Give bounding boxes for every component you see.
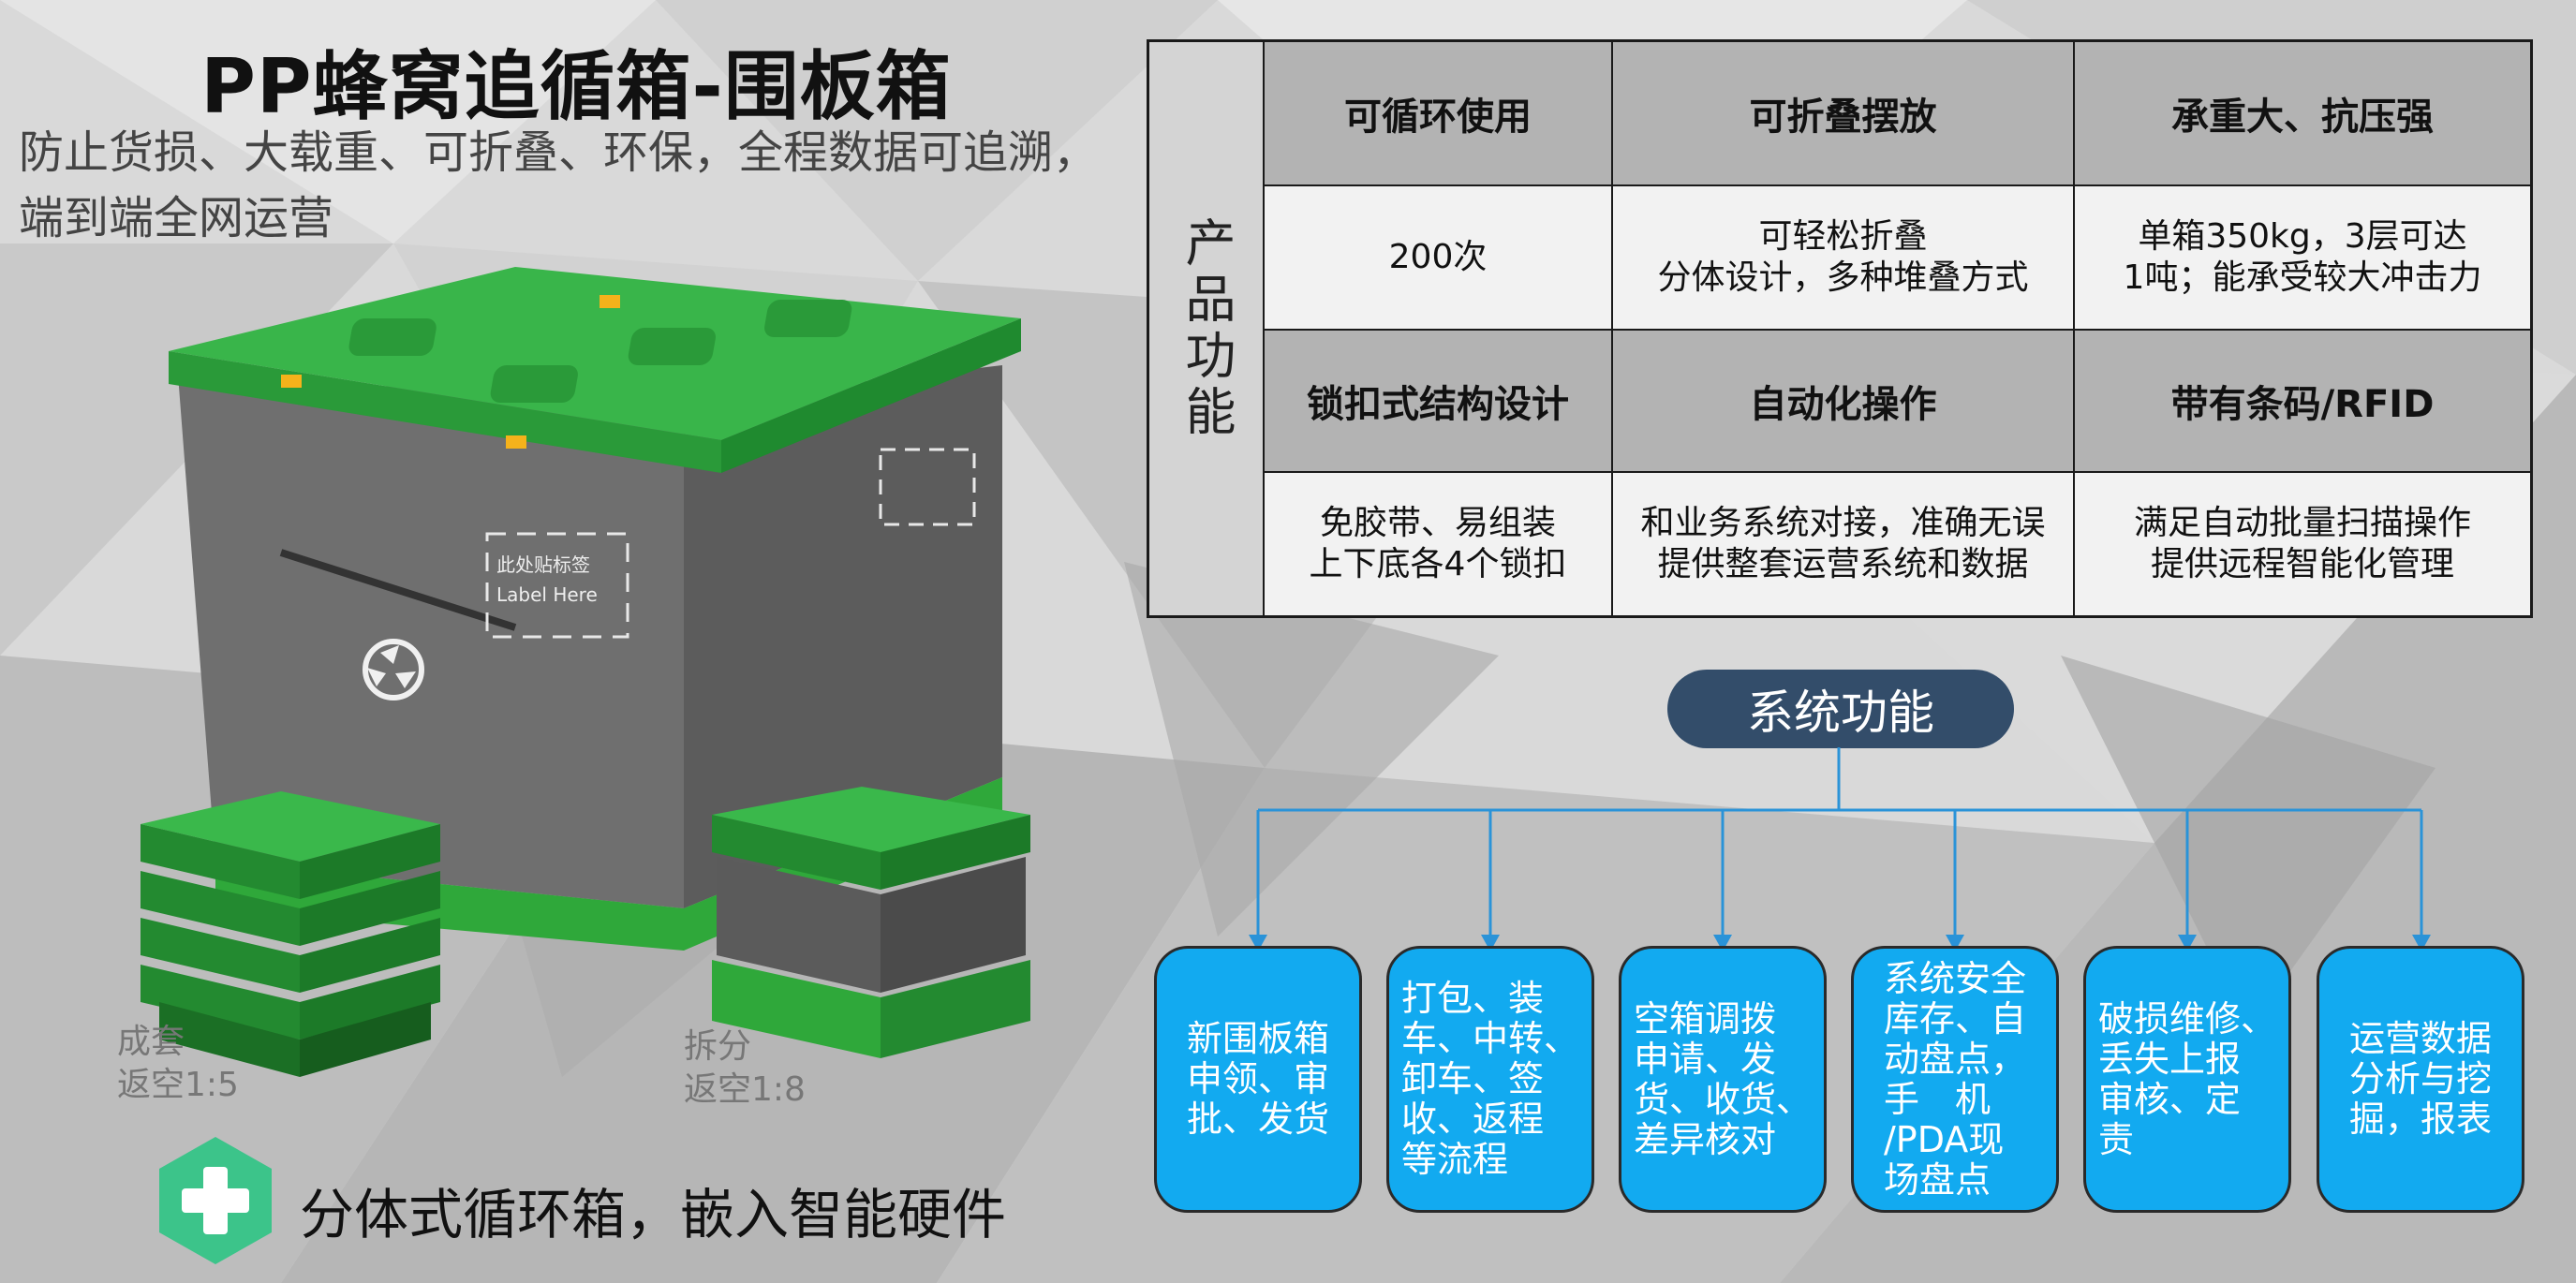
feature-body-rfid: 满足自动批量扫描操作 提供远程智能化管理	[2075, 473, 2530, 615]
function-box-logistics[interactable]: 打包、装 车、中转、 卸车、签 收、返程 等流程	[1386, 946, 1594, 1213]
feature-header-lock: 锁扣式结构设计	[1265, 331, 1613, 473]
page-title: PP蜂窝追循箱-围板箱	[200, 43, 952, 130]
cell-line: 200次	[1388, 238, 1488, 276]
cell-line: 满足自动批量扫描操作	[2133, 504, 2471, 542]
function-line: 空箱调拨	[1633, 997, 1776, 1040]
cell-line: 上下底各4个锁扣	[1309, 545, 1567, 583]
caption-line: 成套	[117, 1023, 185, 1061]
product-label-en: Label Here	[496, 583, 598, 606]
feature-header-reusable: 可循环使用	[1265, 42, 1613, 186]
function-line: 破损维修、	[2097, 997, 2276, 1040]
caption-split: 拆分 返空1:8	[684, 1025, 806, 1112]
caption-set: 成套 返空1:5	[117, 1021, 239, 1107]
stacked-pallets-set	[141, 791, 440, 1077]
feature-body-foldable: 可轻松折叠 分体设计，多种堆叠方式	[1613, 186, 2075, 331]
feature-body-load: 单箱350kg，3层可达 1吨；能承受较大冲击力	[2075, 186, 2530, 331]
caption-line: 拆分	[684, 1027, 752, 1066]
function-line: 系统安全	[1883, 957, 2026, 999]
function-line: /PDA现	[1883, 1118, 2005, 1160]
feature-header-foldable: 可折叠摆放	[1613, 42, 2075, 186]
function-line: 申请、发	[1633, 1038, 1776, 1080]
function-line: 申领、审	[1186, 1058, 1329, 1099]
function-line: 场盘点	[1883, 1158, 1991, 1201]
function-box-inventory[interactable]: 系统安全 库存、自 动盘点， 手 机 /PDA现 场盘点	[1851, 946, 2059, 1213]
function-line: 责	[2097, 1118, 2134, 1160]
subtitle-line: 端到端全网运营	[19, 192, 334, 244]
function-line: 分析与挖	[2348, 1058, 2492, 1099]
cell-line: 单箱350kg，3层可达	[2138, 217, 2467, 256]
function-line: 新围板箱	[1186, 1018, 1329, 1059]
function-line: 货、收货、	[1633, 1078, 1812, 1120]
feature-body-reusable: 200次	[1265, 186, 1613, 331]
feature-header-automation: 自动化操作	[1613, 331, 2075, 473]
side-label-text: 产品功能	[1177, 216, 1236, 441]
function-line: 差异核对	[1633, 1118, 1776, 1160]
function-line: 打包、装	[1400, 978, 1544, 1019]
product-label-cn: 此处贴标签	[496, 553, 590, 576]
cell-line: 分体设计，多种堆叠方式	[1657, 258, 2029, 297]
function-line: 丢失上报	[2097, 1038, 2241, 1080]
feature-table: 产品功能 可循环使用 可折叠摆放 承重大、抗压强 200次 可轻松折叠 分体设计…	[1147, 39, 2533, 618]
stacked-pallets-split	[712, 787, 1030, 1058]
feature-header-rfid: 带有条码/RFID	[2075, 331, 2530, 473]
plus-icon	[159, 1137, 272, 1264]
function-line: 动盘点，	[1883, 1038, 2026, 1080]
cell-line: 可轻松折叠	[1758, 217, 1928, 256]
subtitle-line: 防止货损、大载重、可折叠、环保，全程数据可追溯，	[19, 126, 1099, 179]
function-line: 卸车、签	[1400, 1058, 1544, 1099]
function-line: 运营数据	[2348, 1018, 2492, 1059]
feature-header-load: 承重大、抗压强	[2075, 42, 2530, 186]
cell-line: 提供远程智能化管理	[2150, 545, 2454, 583]
function-line: 等流程	[1400, 1139, 1508, 1180]
cell-line: 免胶带、易组装	[1319, 504, 1556, 542]
bottom-slogan: 分体式循环箱，嵌入智能硬件	[300, 1183, 1007, 1246]
cell-line: 1吨；能承受较大冲击力	[2123, 258, 2482, 297]
caption-line: 返空1:5	[117, 1066, 239, 1104]
function-box-empty-allocation[interactable]: 空箱调拨 申请、发 货、收货、 差异核对	[1619, 946, 1827, 1213]
system-function-title: 系统功能	[1667, 670, 2014, 748]
function-line: 批、发货	[1186, 1099, 1329, 1140]
function-box-damage-repair[interactable]: 破损维修、 丢失上报 审核、定 责	[2083, 946, 2291, 1213]
function-line: 掘，报表	[2348, 1099, 2492, 1140]
page-subtitle: 防止货损、大载重、可折叠、环保，全程数据可追溯， 端到端全网运营	[19, 120, 1124, 251]
function-box-new-box[interactable]: 新围板箱 申领、审 批、发货	[1154, 946, 1362, 1213]
function-line: 审核、定	[2097, 1078, 2241, 1120]
recycle-icon	[363, 639, 424, 700]
function-line: 库存、自	[1883, 997, 2026, 1040]
function-box-analytics[interactable]: 运营数据 分析与挖 掘，报表	[2317, 946, 2524, 1213]
product-illustration: 此处贴标签 Label Here	[141, 267, 1030, 1077]
cell-line: 和业务系统对接，准确无误	[1640, 504, 2046, 542]
feature-body-lock: 免胶带、易组装 上下底各4个锁扣	[1265, 473, 1613, 615]
caption-line: 返空1:8	[684, 1070, 806, 1109]
function-line: 车、中转、	[1400, 1018, 1579, 1059]
cell-line: 提供整套运营系统和数据	[1657, 545, 2029, 583]
feature-side-label: 产品功能	[1149, 42, 1265, 615]
function-line: 手 机	[1883, 1078, 1991, 1120]
system-connector-lines	[1249, 747, 2431, 951]
function-line: 收、返程	[1400, 1099, 1544, 1140]
feature-body-automation: 和业务系统对接，准确无误 提供整套运营系统和数据	[1613, 473, 2075, 615]
